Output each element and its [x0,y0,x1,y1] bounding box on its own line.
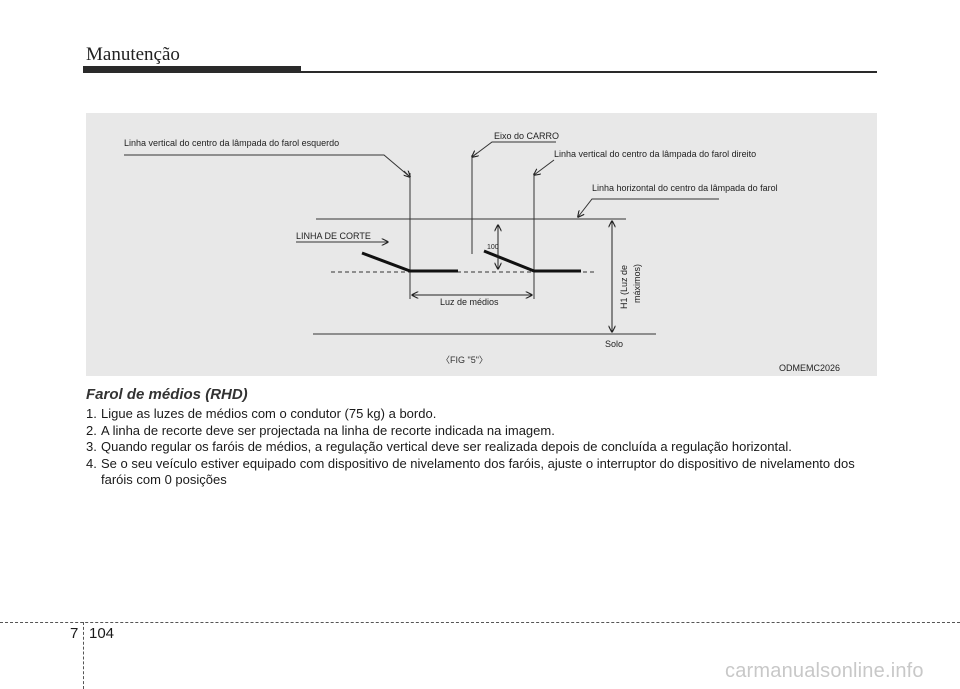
leader-horizontal [578,198,719,217]
instruction-list: 1. Ligue as luzes de médios com o condut… [86,406,886,489]
leader-car-axis [471,141,556,158]
label-car-axis: Eixo do CARRO [494,131,559,141]
figure-code: ODMEMC2026 [779,363,840,373]
header-rule-thin [301,71,877,73]
step-text: Ligue as luzes de médios com o condutor … [101,406,437,421]
leader-right-vertical [534,159,555,175]
section-heading: Farol de médios (RHD) [86,386,248,403]
step-text: A linha de recorte deve ser projectada n… [101,422,555,438]
page-number: 104 [89,625,115,642]
leader-left-vertical [124,154,411,178]
label-left-vertical: Linha vertical do centro da lâmpada do f… [124,138,339,148]
step-text: Quando regular os faróis de médios, a re… [101,439,792,454]
headlamp-aiming-diagram: 100 Luz de médios H1 (Luz de máximos) Li… [86,113,877,376]
page-header-title: Manutenção [86,44,180,65]
h1-label-line1: H1 (Luz de [619,265,629,309]
left-cutoff-shape [361,251,458,273]
dimension-100-label: 100 [487,244,499,251]
header-rule-thick [83,66,301,73]
leader-car-axis-arrowhead [472,153,477,157]
h1-label-line2: máximos) [632,264,642,303]
list-item: 4. Se o seu veículo estiver equipado com… [86,456,886,489]
step-number: 3. [86,439,97,454]
diagram-svg: 100 Luz de médios H1 (Luz de máximos) Li… [124,131,840,373]
label-horizontal: Linha horizontal do centro da lâmpada do… [592,183,778,193]
label-ground: Solo [605,339,623,349]
label-cutoff: LINHA DE CORTE [296,231,371,241]
leader-left-arrowhead [404,171,410,177]
list-item: 1. Ligue as luzes de médios com o condut… [86,406,886,423]
footer-vertical-rule [83,622,84,689]
figure-caption: 〈FIG "5"〉 [441,355,488,365]
list-item: 3. Quando regular os faróis de médios, a… [86,439,886,456]
label-right-vertical: Linha vertical do centro da lâmpada do f… [554,149,756,159]
list-item: 2. A linha de recorte deve ser projectad… [86,423,886,440]
step-number: 2. [86,422,97,438]
step-number: 1. [86,406,97,421]
step-number: 4. [86,455,97,471]
footer-dashed-rule [0,622,960,623]
right-cutoff-shape [483,249,581,273]
step-text: Se o seu veículo estiver equipado com di… [101,455,855,488]
low-beam-label: Luz de médios [440,297,499,307]
watermark-text: carmanualsonline.info [725,660,924,682]
chapter-number: 7 [70,625,79,642]
